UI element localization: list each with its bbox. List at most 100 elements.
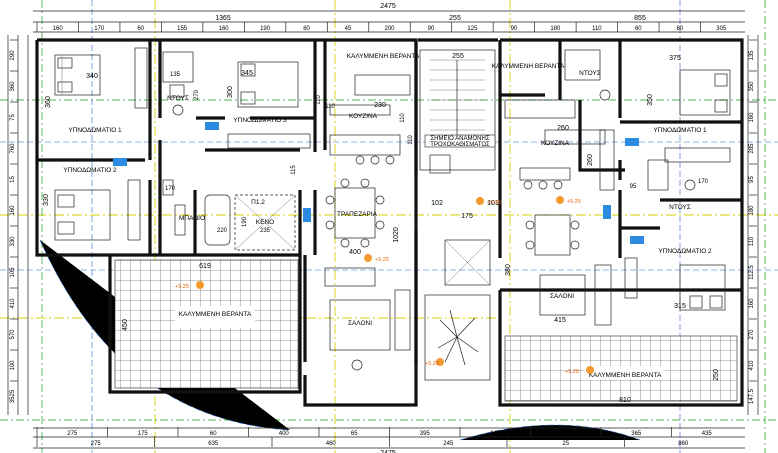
room-label-veranda-top-left: ΚΑΛΥΜΜΕΝΗ ΒΕΡΑΝΤΑ [347, 53, 420, 60]
room-label-veranda-big: ΚΑΛΥΜΜΕΝΗ ΒΕΡΑΝΤΑ [179, 311, 252, 318]
dimension-label: 160 [219, 26, 230, 32]
kitchen-left: ΚΑΛΥΜΜΕΝΗ ΒΕΡΑΝΤΑ ΚΟΥΖΙΝΑ 230 110 110 11… [316, 53, 420, 165]
dim-r-living-d: 380 [505, 264, 512, 276]
kitchen-right: ΚΟΥΖΙΝΑ 260 260 95 170 [519, 125, 709, 191]
dim-kit-d: 110 [325, 104, 335, 110]
dimension-label: 25 [562, 441, 569, 447]
dim-kit-w: 230 [374, 102, 386, 109]
dimension-label: 180 [550, 26, 561, 32]
ac-unit-icon [625, 138, 639, 146]
dimension-label: 75 [10, 114, 16, 121]
dimension-label: 25 [562, 431, 569, 437]
room-label-bedroom1-left: ΥΠΝΟΔΩΜΑΤΙΟ 1 [68, 127, 122, 134]
dimension-label: 60 [210, 431, 217, 437]
dimension-label: 105 [10, 267, 16, 278]
dimension-label: 570 [10, 329, 16, 340]
dimension-label: 90 [511, 26, 518, 32]
dim-dining-1020: 1020 [393, 227, 400, 243]
dim-void-d: 190 [242, 216, 248, 227]
room-label-shower-right-top: ΝΤΟΥΣ [579, 70, 601, 77]
room-label-veranda-bottom-right: ΚΑΛΥΜΜΕΝΗ ΒΕΡΑΝΤΑ [589, 372, 662, 379]
level-marker-icon [586, 366, 594, 374]
living-right: ΣΑΛΟΝΙ 415 380 [505, 264, 612, 326]
dimension-label: 435 [702, 431, 713, 437]
dimension-label: 110 [592, 26, 602, 32]
dimension-label: 15 [10, 176, 16, 183]
dimension-label: 200 [384, 26, 395, 32]
room-label-living-left: ΣΑΛΟΝΙ [348, 320, 372, 327]
level-markers: +5.25 +5.25 +5.25 +5.25 +5.25 +5.25 [175, 196, 594, 375]
stair-up-label: 102 [431, 200, 443, 207]
bed [54, 54, 101, 96]
level-veranda-big: +5.25 [175, 284, 189, 290]
dimension-label: 635 [208, 441, 219, 447]
dim-veranda-450: 450 [122, 319, 129, 331]
ac-unit-icon [113, 158, 127, 166]
dim-stair-175: 175 [461, 213, 473, 220]
dimension-label: 135 [749, 50, 755, 61]
dimension-label: 275 [67, 431, 78, 437]
stairwell: ΣΗΜΕΙΟ ΑΝΑΜΟΝΗΣ ΤΡΟΧΟΚΑΘΙΣΜΑΤΟΣ 255 102 … [419, 49, 499, 381]
dimension-label: 395 [420, 431, 431, 437]
veranda-top-right: ΚΑΛΥΜΜΕΝΗ ΒΕΡΑΝΤΑ [492, 63, 576, 119]
dim-r-living-w: 415 [554, 317, 566, 324]
level-veranda-right: +5.25 [565, 369, 579, 375]
level-marker-icon [364, 254, 372, 262]
dimension-label: 112.5 [749, 265, 755, 280]
dimension-label: 245 [490, 431, 501, 437]
dimension-label: 160 [749, 112, 755, 123]
dim-r-ver-w: 810 [619, 397, 631, 404]
dimension-label: 60 [137, 26, 144, 32]
dim-c115: 115 [291, 165, 297, 175]
room-label-kitchen-right: ΚΟΥΖΙΝΑ [541, 140, 570, 147]
dim-r-170: 170 [698, 179, 709, 185]
room-label-shower-left: ΝΤΟΥΣ [167, 95, 189, 102]
dim-top-total: 2475 [380, 3, 396, 10]
dimension-label: 460 [326, 441, 337, 447]
bedroom-1-right: ΥΠΝΟΔΩΜΑΤΙΟ 1 375 350 [647, 55, 731, 163]
dim-r-kit-d: 260 [587, 154, 594, 166]
dim-top-255: 255 [449, 15, 461, 22]
level-center: +5.25 [487, 200, 501, 206]
dim-top-855: 855 [634, 15, 646, 22]
dim-b1-width: 340 [86, 73, 98, 80]
room-label-kitchen-left: ΚΟΥΖΙΝΑ [349, 113, 378, 120]
ac-unit-icon [630, 236, 644, 244]
dimension-label: 95 [749, 176, 755, 183]
dim-mid-110b: 110 [408, 135, 414, 145]
dimension-label: 175 [138, 431, 149, 437]
dimension-label: 80 [676, 26, 683, 32]
shower-right-top: ΝΤΟΥΣ [564, 49, 611, 101]
dim-bath-d: 220 [217, 228, 228, 234]
dimension-label: 275 [91, 441, 102, 447]
ac-unit-icon [303, 208, 311, 222]
dimension-label: 305 [716, 26, 727, 32]
dim-b1-depth: 360 [45, 96, 52, 108]
room-label-dining: ΤΡΑΠΕΖΑΡΙΑ [337, 211, 378, 218]
dim-top-1365: 1365 [215, 15, 231, 22]
dimension-label: 760 [10, 143, 16, 154]
walls [35, 38, 744, 407]
void-area: Π1.2 ΚΕΝΟ 235 190 115 [234, 165, 297, 251]
ac-unit-icon [205, 122, 219, 130]
dim-mid-110a: 110 [400, 113, 406, 123]
void-code: Π1.2 [251, 199, 265, 206]
dimension-label: 160 [53, 26, 64, 32]
dimension-label: 350 [749, 81, 755, 92]
dimension-label: 410 [749, 360, 755, 371]
dimension-label: 45 [345, 26, 352, 32]
dimension-label: 860 [678, 441, 689, 447]
stair-lift-note-1: ΣΗΜΕΙΟ ΑΝΑΜΟΝΗΣ [430, 136, 489, 142]
dimension-label: 65 [351, 431, 358, 437]
room-label-veranda-top-right: ΚΑΛΥΜΜΕΝΗ ΒΕΡΑΝΤΑ [492, 63, 565, 70]
bathroom: ΜΠΑΝΙΟ 170 220 [162, 179, 231, 246]
dimension-label: 125 [467, 26, 478, 32]
dimension-label: 180 [749, 205, 755, 216]
dimension-label: 80 [303, 26, 310, 32]
plant-icon [437, 309, 479, 366]
level-marker-icon [436, 358, 444, 366]
ac-unit-icon [603, 205, 611, 219]
level-courtyard: +5.25 [425, 361, 439, 367]
dimension-label: 3525 [10, 389, 16, 403]
